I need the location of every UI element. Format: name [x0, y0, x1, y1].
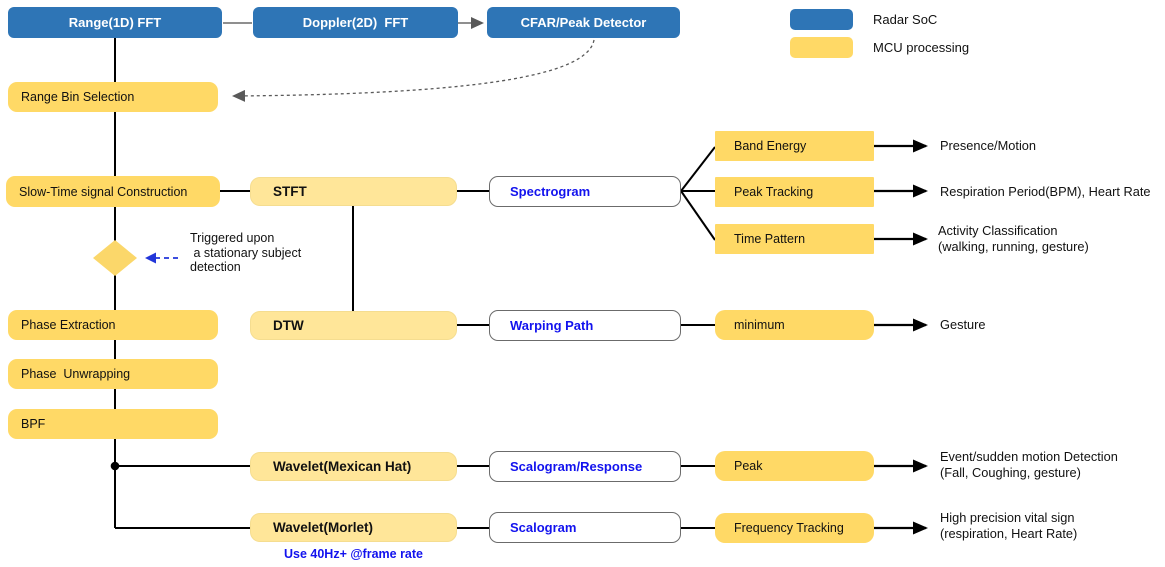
node-phase-unwrapping: Phase Unwrapping [8, 359, 218, 389]
node-doppler-fft-label: Doppler(2D) FFT [302, 15, 409, 30]
node-wavelet-mexican-hat: Wavelet(Mexican Hat) [250, 452, 457, 481]
output-vital-sign: High precision vital sign (respiration, … [940, 510, 1078, 541]
node-time-pattern: Time Pattern [715, 224, 874, 254]
node-doppler-fft: Doppler(2D) FFT [253, 7, 458, 38]
node-range-bin-label: Range Bin Selection [21, 90, 135, 104]
frame-rate-note: Use 40Hz+ @frame rate [284, 547, 423, 561]
node-dtw: DTW [250, 311, 457, 340]
output-activity: Activity Classification (walking, runnin… [938, 223, 1089, 254]
node-phase-extraction-label: Phase Extraction [21, 318, 116, 332]
node-range-fft-label: Range(1D) FFT [68, 15, 162, 30]
node-band-energy-label: Band Energy [734, 139, 807, 153]
node-spectrogram: Spectrogram [489, 176, 681, 207]
output-event-detection: Event/sudden motion Detection (Fall, Cou… [940, 449, 1118, 480]
node-peak-label: Peak [734, 459, 763, 473]
node-minimum-label: minimum [734, 318, 785, 332]
node-phase-extraction: Phase Extraction [8, 310, 218, 340]
node-warping-path-label: Warping Path [510, 318, 594, 333]
node-time-pattern-label: Time Pattern [734, 232, 806, 246]
output-respiration: Respiration Period(BPM), Heart Rate [940, 184, 1151, 199]
node-phase-unwrapping-label: Phase Unwrapping [21, 367, 131, 381]
trigger-annotation: Triggered upon a stationary subject dete… [190, 231, 302, 274]
node-cfar-peak-detector: CFAR/Peak Detector [487, 7, 680, 38]
node-stft: STFT [250, 177, 457, 206]
node-wavelet-mexican-hat-label: Wavelet(Mexican Hat) [273, 459, 412, 474]
node-cfar-label: CFAR/Peak Detector [520, 15, 647, 30]
node-warping-path: Warping Path [489, 310, 681, 341]
node-scalogram-response-label: Scalogram/Response [510, 459, 643, 474]
legend-swatch-mcu [790, 37, 853, 58]
node-band-energy: Band Energy [715, 131, 874, 161]
node-slow-time-label: Slow-Time signal Construction [19, 184, 188, 199]
node-scalogram: Scalogram [489, 512, 681, 543]
node-bpf-label: BPF [21, 417, 46, 431]
node-scalogram-response: Scalogram/Response [489, 451, 681, 482]
output-gesture: Gesture [940, 317, 986, 332]
legend-swatch-radar-soc [790, 9, 853, 30]
legend-label-radar-soc: Radar SoC [873, 12, 938, 27]
legend-label-mcu: MCU processing [873, 40, 970, 55]
node-frequency-tracking-label: Frequency Tracking [734, 521, 844, 535]
node-stft-label: STFT [273, 184, 307, 199]
node-frequency-tracking: Frequency Tracking [715, 513, 874, 543]
output-presence-motion: Presence/Motion [940, 138, 1037, 153]
node-peak-tracking: Peak Tracking [715, 177, 874, 207]
node-range-fft: Range(1D) FFT [8, 7, 222, 38]
node-bpf: BPF [8, 409, 218, 439]
node-dtw-label: DTW [273, 318, 304, 333]
decision-diamond [93, 240, 137, 276]
node-slow-time-construction: Slow-Time signal Construction [6, 176, 220, 207]
node-wavelet-morlet: Wavelet(Morlet) [250, 513, 457, 542]
node-peak-tracking-label: Peak Tracking [734, 185, 814, 199]
node-minimum: minimum [715, 310, 874, 340]
node-scalogram-label: Scalogram [510, 520, 577, 535]
node-peak: Peak [715, 451, 874, 481]
node-spectrogram-label: Spectrogram [510, 184, 591, 199]
junction-dot [110, 461, 120, 471]
node-wavelet-morlet-label: Wavelet(Morlet) [273, 520, 374, 535]
node-range-bin-selection: Range Bin Selection [8, 82, 218, 112]
